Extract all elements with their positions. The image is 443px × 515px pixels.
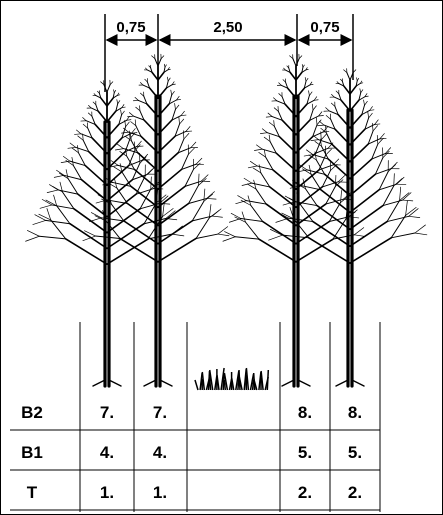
- dim-label-middle: 2,50: [213, 19, 242, 36]
- table-grid: [10, 322, 381, 512]
- table-cell: 5.: [298, 443, 312, 462]
- table-cell: 1.: [100, 483, 114, 502]
- table-row: T 1. 1. 2. 2.: [27, 483, 362, 502]
- table-cell: 2.: [348, 483, 362, 502]
- row-label: T: [27, 483, 38, 502]
- table-cell: 4.: [153, 443, 167, 462]
- table-row: B2 7. 7. 8. 8.: [21, 403, 362, 422]
- grass-icon: [194, 367, 270, 391]
- table-cell: 4.: [100, 443, 114, 462]
- dim-label-right: 0,75: [310, 19, 339, 36]
- table-cell: 7.: [153, 403, 167, 422]
- table-cell: 8.: [298, 403, 312, 422]
- row-label: B1: [21, 443, 43, 462]
- row-label: B2: [21, 403, 43, 422]
- trees-group: [25, 53, 428, 388]
- tree-icon: [82, 53, 230, 388]
- table-cell: 5.: [348, 443, 362, 462]
- table-row: B1 4. 4. 5. 5.: [21, 443, 362, 462]
- table-cell: 8.: [348, 403, 362, 422]
- dim-label-left: 0,75: [116, 19, 145, 36]
- table-cell: 2.: [298, 483, 312, 502]
- tree-icon: [268, 67, 428, 388]
- table-cell: 7.: [100, 403, 114, 422]
- table-cell: 1.: [153, 483, 167, 502]
